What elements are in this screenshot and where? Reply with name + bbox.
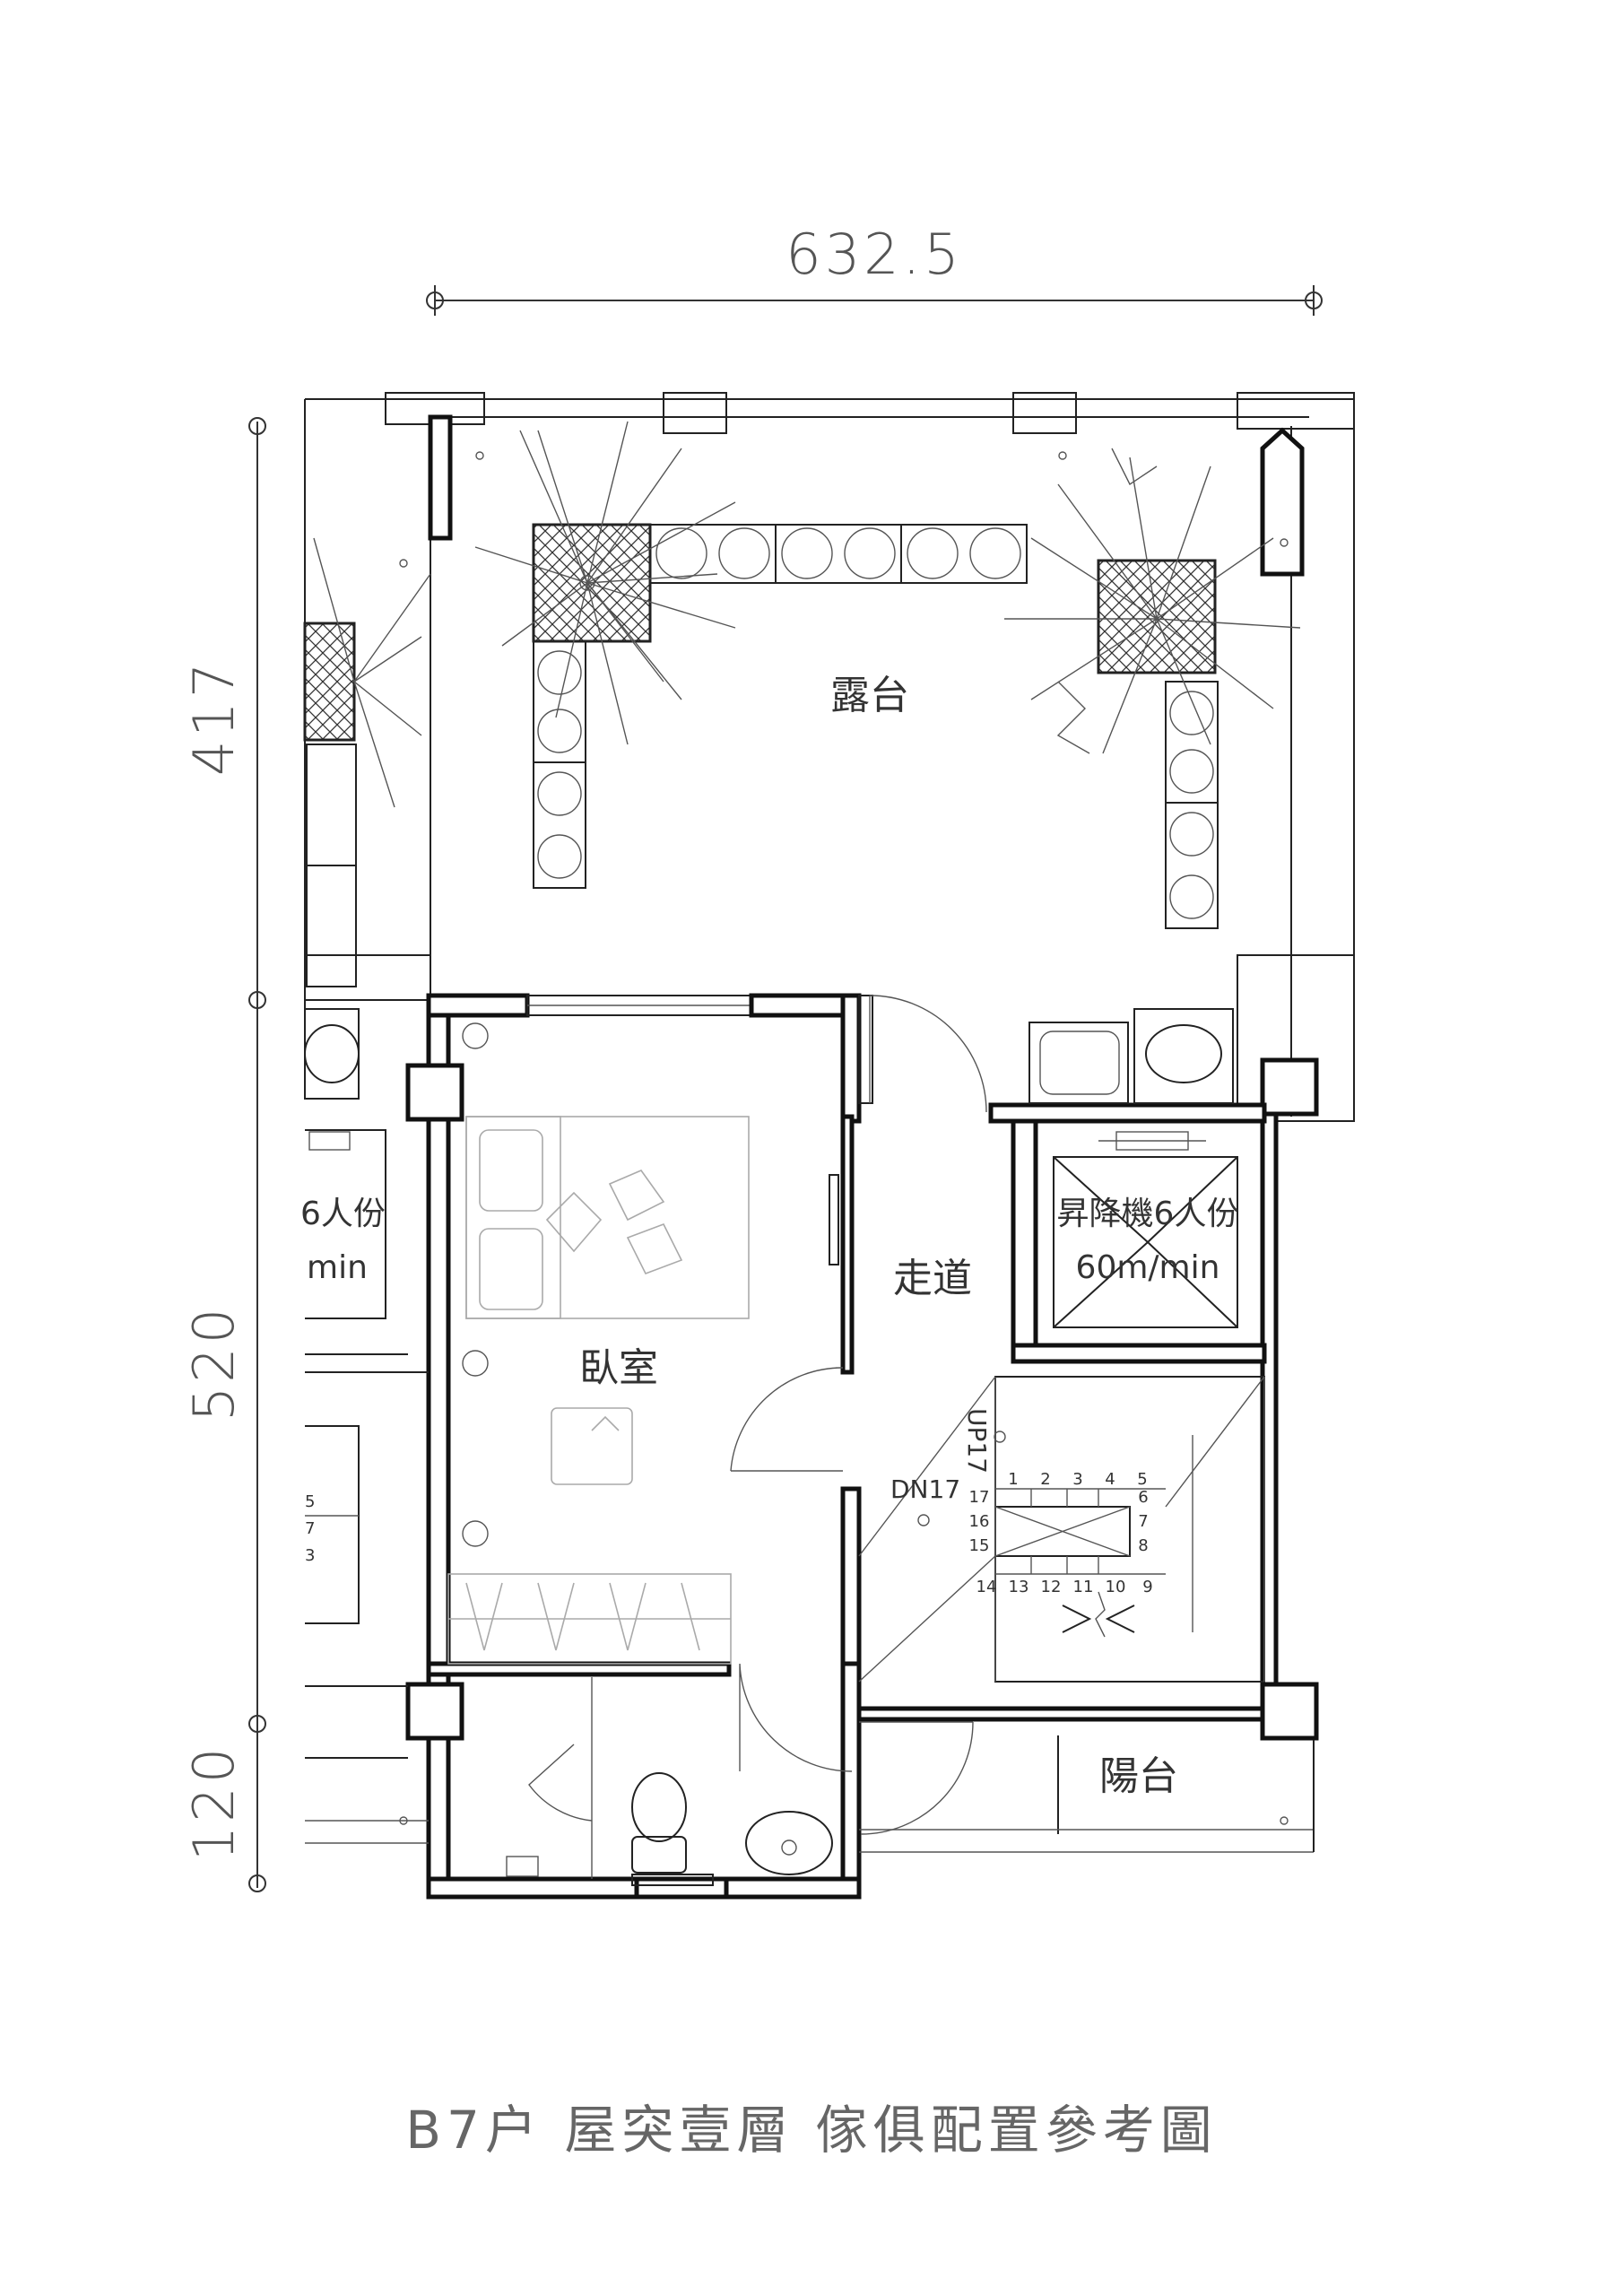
elevator-right: 昇降機6人份 60m/min — [1053, 1131, 1239, 1328]
stair-step-number: 14 — [976, 1578, 997, 1596]
stair-step-number: 8 — [1138, 1536, 1148, 1555]
elevator-left: 6人份 min 5 7 3 — [300, 1129, 429, 1759]
left-stair-step: 3 — [305, 1546, 315, 1565]
planter-box-far-left — [303, 622, 356, 742]
dimension-left-top-label: 417 — [181, 659, 247, 776]
elevator-right-capacity: 昇降機6人份 — [1057, 1196, 1239, 1232]
room-label-balcony: 陽台 — [1099, 1753, 1178, 1799]
room-label-bedroom: 臥室 — [579, 1345, 658, 1391]
stair-step-number: 4 — [1105, 1470, 1115, 1489]
stair-step-number: 2 — [1040, 1470, 1050, 1489]
dimension-top: 632.5 — [426, 222, 1323, 316]
dimension-left-bottom-label: 120 — [181, 1744, 247, 1861]
tree-left — [474, 421, 736, 745]
left-stair-step: 5 — [305, 1492, 315, 1511]
stair-step-number: 11 — [1073, 1578, 1094, 1596]
dimension-left: 417 520 120 — [181, 417, 266, 1892]
tree-right — [1004, 448, 1301, 754]
stair-step-number: 3 — [1072, 1470, 1082, 1489]
stair-step-number: 15 — [969, 1536, 990, 1555]
bathroom-fixtures — [506, 1677, 833, 1886]
room-label-terrace: 露台 — [830, 673, 909, 718]
stair-step-number: 16 — [969, 1512, 990, 1531]
stair-step-number: 10 — [1106, 1578, 1126, 1596]
dimension-left-middle-label: 520 — [181, 1305, 247, 1422]
stair-down-label: DN17 — [890, 1474, 960, 1504]
stair-step-number: 7 — [1138, 1512, 1148, 1531]
utility-fixtures — [304, 1008, 1234, 1104]
stair-step-number: 17 — [969, 1488, 990, 1507]
elevator-left-speed: min — [307, 1249, 368, 1286]
balcony — [305, 1735, 1315, 1853]
stair-step-number: 5 — [1137, 1470, 1147, 1489]
interior-walls — [405, 993, 1319, 1900]
door-swings — [528, 995, 987, 1835]
stair-step-number: 9 — [1142, 1578, 1152, 1596]
plan-caption: B7户 屋突壹層 傢俱配置參考圖 — [405, 2100, 1218, 2161]
stair-step-number: 6 — [1138, 1488, 1148, 1507]
stair-step-number: 1 — [1008, 1470, 1018, 1489]
stair-step-number: 12 — [1041, 1578, 1062, 1596]
planters — [303, 421, 1301, 987]
tree-far-left — [313, 537, 431, 808]
stair-step-number: 13 — [1009, 1578, 1029, 1596]
stair-up-label: UP17 — [962, 1408, 992, 1474]
elevator-left-capacity: 6人份 — [300, 1196, 386, 1232]
elevator-right-speed: 60m/min — [1076, 1249, 1220, 1286]
dimension-top-label: 632.5 — [785, 222, 963, 287]
room-label-corridor: 走道 — [893, 1256, 972, 1301]
bedroom-furniture — [447, 1022, 750, 1665]
drain-markers — [399, 451, 1289, 1825]
staircase: UP17 DN17 — [858, 1376, 1265, 1683]
left-stair-step: 7 — [305, 1519, 315, 1538]
